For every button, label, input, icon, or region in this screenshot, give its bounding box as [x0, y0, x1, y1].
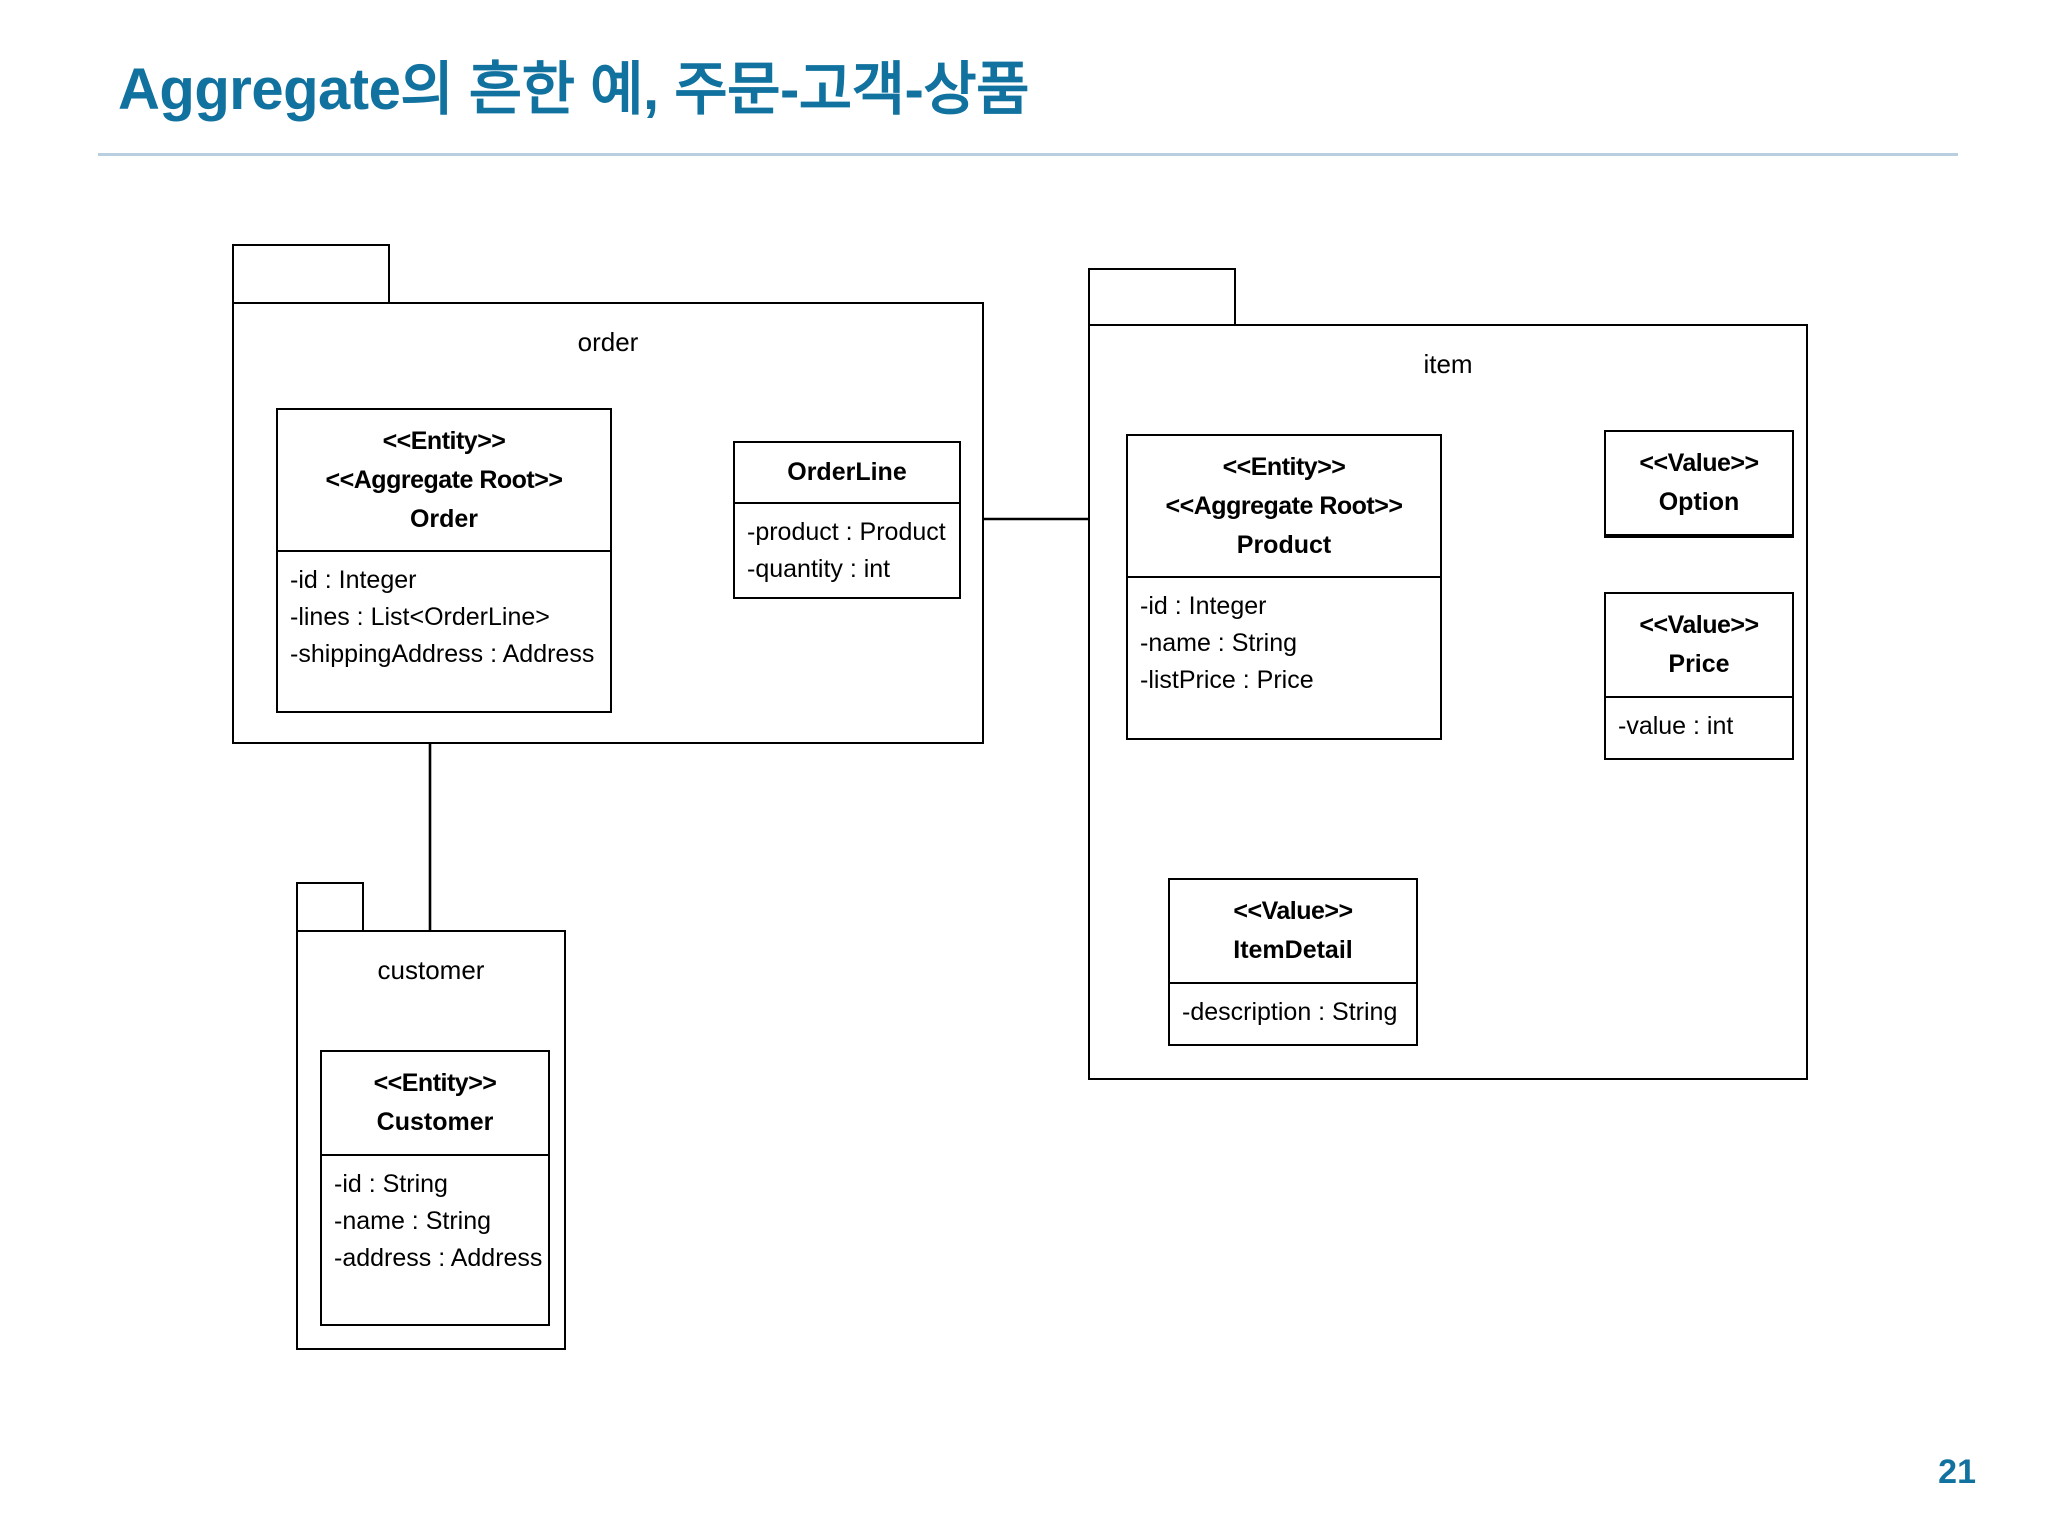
package-tab-order — [232, 244, 390, 304]
class-attribute: -quantity : int — [747, 554, 891, 583]
class-name: Price — [1668, 649, 1730, 678]
class-name: OrderLine — [787, 458, 907, 486]
class-itemdetail[interactable]: <<Value>> ItemDetail -description : Stri… — [1168, 878, 1418, 1046]
class-name: ItemDetail — [1233, 935, 1353, 964]
class-name: Option — [1658, 487, 1740, 516]
package-tab-item — [1088, 268, 1236, 326]
class-attributes-price: -value : int — [1606, 698, 1792, 757]
class-attributes-itemdetail: -description : String — [1170, 984, 1416, 1043]
class-stereotype: <<Value>> — [1639, 611, 1759, 639]
class-order[interactable]: <<Entity>> <<Aggregate Root>> Order -id … — [276, 408, 612, 713]
class-attribute: -address : Address — [334, 1243, 543, 1272]
class-attribute: -lines : List<OrderLine> — [290, 603, 550, 632]
class-attribute: -listPrice : Price — [1140, 666, 1314, 695]
class-header-customer: <<Entity>> Customer — [322, 1052, 548, 1156]
class-product[interactable]: <<Entity>> <<Aggregate Root>> Product -i… — [1126, 434, 1442, 740]
package-label-item: item — [1423, 349, 1473, 379]
page-title: Aggregate의 흔한 예, 주문-고객-상품 — [118, 57, 1030, 122]
class-attribute: -name : String — [1140, 629, 1298, 658]
class-header-price: <<Value>> Price — [1606, 594, 1792, 698]
class-stereotype: <<Value>> — [1233, 897, 1353, 925]
title-divider — [98, 153, 1958, 156]
class-customer[interactable]: <<Entity>> Customer -id : String -name :… — [320, 1050, 550, 1326]
package-label-customer: customer — [377, 955, 485, 985]
class-stereotype: <<Value>> — [1639, 449, 1759, 477]
class-attribute: -id : String — [334, 1169, 448, 1198]
class-attributes-orderline: -product : Product -quantity : int — [735, 504, 959, 600]
class-name: Customer — [376, 1107, 494, 1136]
class-header-option: <<Value>> Option — [1606, 432, 1792, 536]
class-attributes-customer: -id : String -name : String -address : A… — [322, 1156, 548, 1289]
class-header-order: <<Entity>> <<Aggregate Root>> Order — [278, 410, 610, 553]
class-attribute: -shippingAddress : Address — [290, 640, 595, 669]
class-stereotype: <<Aggregate Root>> — [1165, 491, 1403, 520]
class-attribute: -id : Integer — [290, 566, 417, 595]
package-label-order: order — [577, 327, 639, 357]
class-attributes-order: -id : Integer -lines : List<OrderLine> -… — [278, 552, 610, 685]
class-stereotype: <<Entity>> — [382, 427, 506, 455]
class-name: Order — [409, 504, 479, 533]
package-tab-customer — [296, 882, 364, 932]
class-name: Product — [1236, 530, 1332, 559]
class-stereotype: <<Entity>> — [373, 1069, 497, 1097]
class-price[interactable]: <<Value>> Price -value : int — [1604, 592, 1794, 760]
class-header-product: <<Entity>> <<Aggregate Root>> Product — [1128, 436, 1440, 579]
class-header-orderline: OrderLine — [735, 443, 959, 504]
class-option[interactable]: <<Value>> Option — [1604, 430, 1794, 538]
class-orderline[interactable]: OrderLine -product : Product -quantity :… — [733, 441, 961, 599]
class-attribute: -description : String — [1182, 997, 1398, 1026]
class-header-itemdetail: <<Value>> ItemDetail — [1170, 880, 1416, 984]
class-attributes-product: -id : Integer -name : String -listPrice … — [1128, 578, 1440, 711]
class-stereotype: <<Aggregate Root>> — [325, 465, 563, 494]
class-attribute: -name : String — [334, 1206, 492, 1235]
class-attribute: -product : Product — [747, 517, 946, 546]
page-number: 21 — [1938, 1453, 1976, 1491]
class-attributes-option — [1606, 536, 1792, 552]
class-attribute: -id : Integer — [1140, 592, 1267, 621]
class-stereotype: <<Entity>> — [1222, 453, 1346, 481]
class-attribute: -value : int — [1618, 711, 1734, 740]
